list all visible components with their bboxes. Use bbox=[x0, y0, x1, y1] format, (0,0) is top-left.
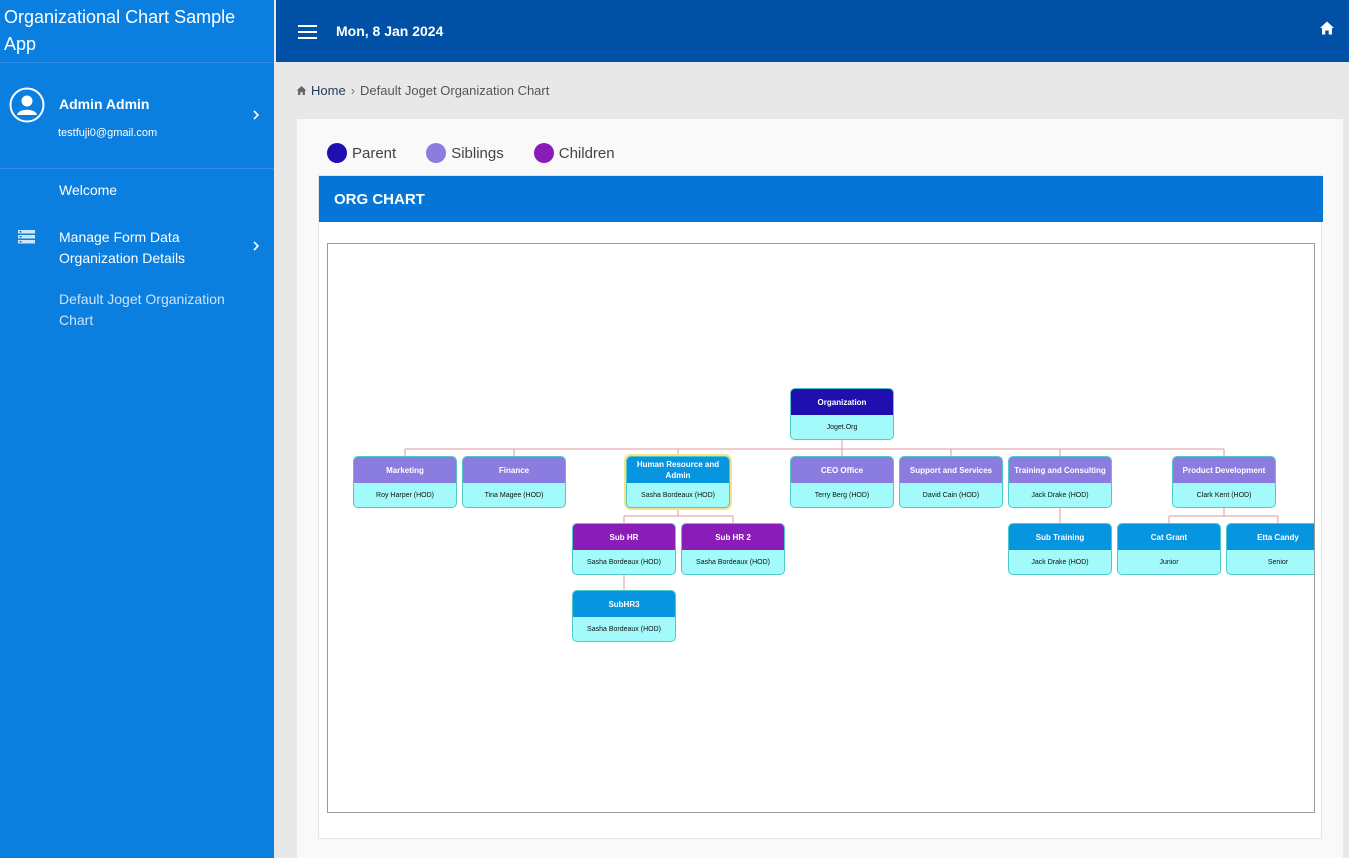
org-connectors bbox=[404, 440, 1279, 590]
node-subtitle: Senior bbox=[1267, 559, 1289, 566]
node-subtitle: Sasha Bordeaux (HOD) bbox=[696, 559, 770, 566]
node-subtitle: Roy Harper (HOD) bbox=[376, 492, 434, 499]
breadcrumb: Home › Default Joget Organization Chart bbox=[296, 83, 549, 98]
org-node-subhr3[interactable]: SubHR3 Sasha Bordeaux (HOD) bbox=[572, 590, 676, 642]
home-icon bbox=[296, 86, 307, 95]
sidebar-item-welcome[interactable]: Welcome bbox=[59, 182, 118, 198]
node-subtitle: Junior bbox=[1159, 559, 1179, 566]
legend-item-siblings: Siblings bbox=[426, 143, 504, 163]
org-node-support-services[interactable]: Support and Services David Cain (HOD) bbox=[899, 456, 1003, 508]
org-node-etta-candy[interactable]: Etta Candy Senior bbox=[1226, 523, 1314, 575]
chart-legend: Parent Siblings Children bbox=[327, 143, 645, 163]
org-node-human-resource[interactable]: Human Resource and Admin Sasha Bordeaux … bbox=[626, 456, 730, 508]
legend-item-children: Children bbox=[533, 143, 615, 163]
user-avatar-icon bbox=[9, 87, 45, 123]
breadcrumb-separator: › bbox=[350, 83, 356, 98]
node-title: Product Development bbox=[1173, 457, 1275, 483]
sidebar-item-label: Manage Form Data Organization Details bbox=[59, 229, 186, 266]
org-node-ceo-office[interactable]: CEO Office Terry Berg (HOD) bbox=[790, 456, 894, 508]
node-subtitle: Joget.Org bbox=[826, 424, 858, 431]
legend-label: Children bbox=[558, 144, 615, 162]
legend-label: Siblings bbox=[451, 144, 504, 162]
org-node-finance[interactable]: Finance Tina Magee (HOD) bbox=[462, 456, 566, 508]
current-date: Mon, 8 Jan 2024 bbox=[336, 23, 444, 39]
app-title[interactable]: Organizational Chart Sample App bbox=[4, 7, 236, 54]
sidebar-item-manage-form-data[interactable]: Manage Form Data Organization Details bbox=[0, 224, 274, 270]
user-email: testfuji0@gmail.com bbox=[58, 127, 158, 139]
node-subtitle: Clark Kent (HOD) bbox=[1196, 492, 1252, 499]
org-node-product-development[interactable]: Product Development Clark Kent (HOD) bbox=[1172, 456, 1276, 508]
legend-dot bbox=[533, 143, 554, 163]
node-title: Sub HR bbox=[573, 524, 675, 550]
chevron-right-icon[interactable] bbox=[250, 240, 262, 252]
legend-dot bbox=[426, 143, 447, 163]
chevron-right-icon[interactable] bbox=[250, 109, 262, 121]
node-subtitle: Terry Berg (HOD) bbox=[814, 492, 870, 499]
node-title: Etta Candy bbox=[1227, 524, 1314, 550]
main-card: Parent Siblings Children ORG CHART bbox=[297, 119, 1343, 858]
node-subtitle: Tina Magee (HOD) bbox=[484, 492, 544, 499]
org-chart-panel: ORG CHART bbox=[318, 175, 1323, 839]
org-node-sub-training[interactable]: Sub Training Jack Drake (HOD) bbox=[1008, 523, 1112, 575]
node-subtitle: Sasha Bordeaux (HOD) bbox=[587, 626, 661, 633]
node-title: CEO Office bbox=[791, 457, 893, 483]
sidebar: Organizational Chart Sample App Admin Ad… bbox=[0, 0, 274, 858]
sidebar-divider bbox=[0, 168, 274, 169]
org-node-marketing[interactable]: Marketing Roy Harper (HOD) bbox=[353, 456, 457, 508]
org-node-sub-hr-2[interactable]: Sub HR 2 Sasha Bordeaux (HOD) bbox=[681, 523, 785, 575]
list-icon bbox=[18, 230, 35, 244]
node-title: Marketing bbox=[354, 457, 456, 483]
node-subtitle: David Cain (HOD) bbox=[922, 492, 980, 499]
breadcrumb-current: Default Joget Organization Chart bbox=[360, 83, 550, 98]
breadcrumb-home-link[interactable]: Home bbox=[311, 83, 346, 98]
node-subtitle: Jack Drake (HOD) bbox=[1031, 559, 1089, 566]
home-icon[interactable] bbox=[1319, 20, 1335, 36]
sidebar-divider bbox=[0, 62, 274, 63]
panel-title: ORG CHART bbox=[319, 176, 1323, 222]
node-title: Human Resource and Admin bbox=[627, 457, 729, 483]
node-title: Sub HR 2 bbox=[682, 524, 784, 550]
org-node-training-consulting[interactable]: Training and Consulting Jack Drake (HOD) bbox=[1008, 456, 1112, 508]
node-title: Cat Grant bbox=[1118, 524, 1220, 550]
user-name: Admin Admin bbox=[59, 96, 150, 112]
user-profile[interactable]: Admin Admin testfuji0@gmail.com bbox=[0, 63, 274, 168]
node-subtitle: Sasha Bordeaux (HOD) bbox=[587, 559, 661, 566]
node-title: Training and Consulting bbox=[1009, 457, 1111, 483]
org-node-sub-hr[interactable]: Sub HR Sasha Bordeaux (HOD) bbox=[572, 523, 676, 575]
org-node-root[interactable]: Organization Joget.Org bbox=[790, 388, 894, 440]
sidebar-item-default-org-chart[interactable]: Default Joget Organization Chart bbox=[59, 291, 225, 328]
node-title: Sub Training bbox=[1009, 524, 1111, 550]
node-subtitle: Jack Drake (HOD) bbox=[1031, 492, 1089, 499]
node-title: SubHR3 bbox=[573, 591, 675, 617]
org-node-cat-grant[interactable]: Cat Grant Junior bbox=[1117, 523, 1221, 575]
node-title: Support and Services bbox=[900, 457, 1002, 483]
legend-label: Parent bbox=[352, 144, 397, 162]
node-title: Organization bbox=[791, 389, 893, 415]
org-chart-canvas[interactable]: Organization Joget.Org Marketing Roy Har… bbox=[327, 243, 1315, 813]
hamburger-menu-icon[interactable] bbox=[298, 25, 317, 39]
top-bar: Mon, 8 Jan 2024 bbox=[276, 0, 1349, 62]
legend-item-parent: Parent bbox=[327, 143, 396, 163]
node-title: Finance bbox=[463, 457, 565, 483]
legend-dot bbox=[327, 143, 347, 163]
node-subtitle: Sasha Bordeaux (HOD) bbox=[641, 492, 715, 499]
